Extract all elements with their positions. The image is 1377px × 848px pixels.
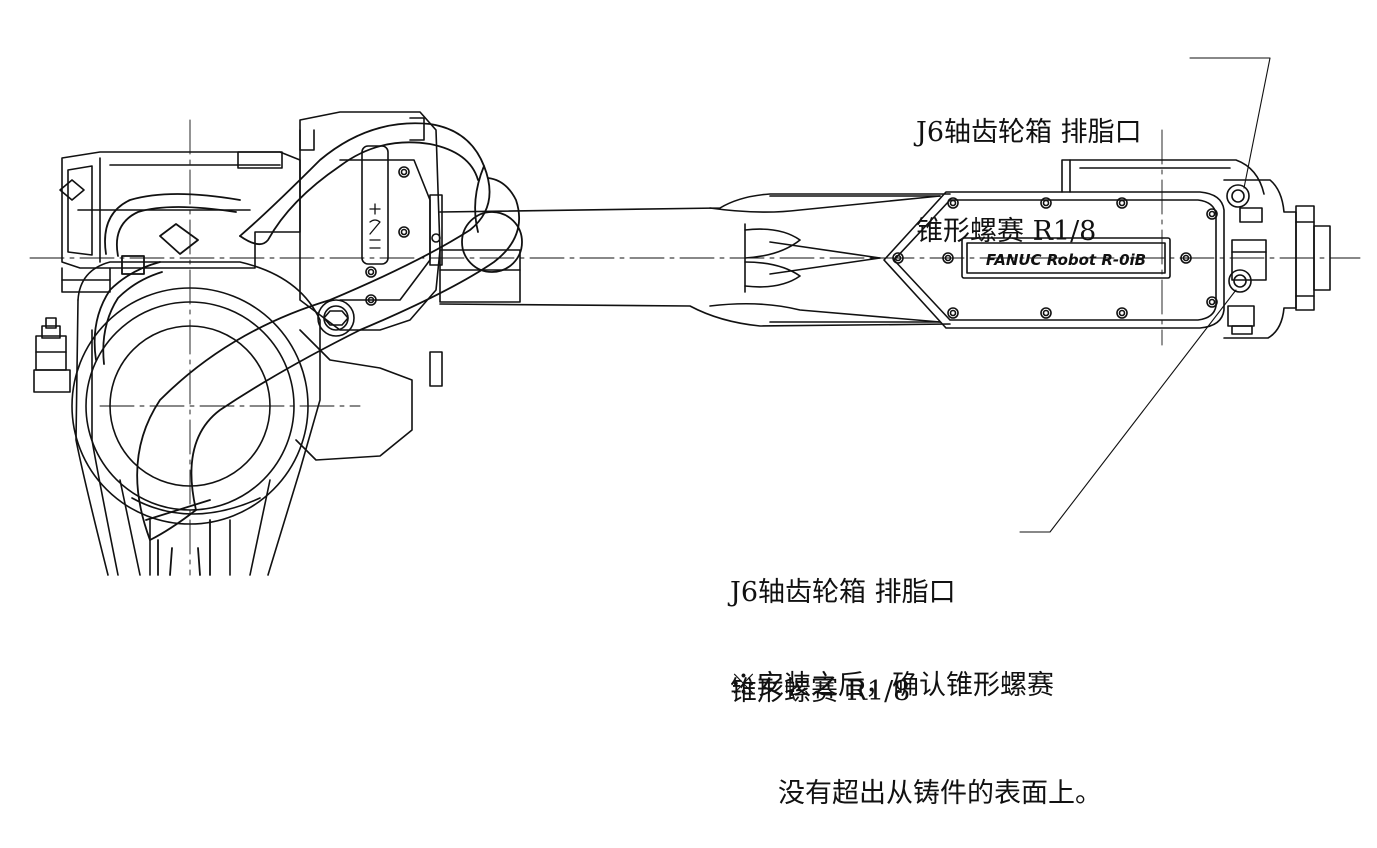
j3-label-marks: [369, 203, 381, 249]
installation-note: ※安装之后，确认锥形螺赛 没有超出从铸件的表面上。: [730, 596, 1102, 848]
j3-bolts: [365, 166, 441, 306]
leader-bottom: [1019, 289, 1237, 533]
base-motor-block: [59, 151, 301, 293]
callout-bottom: J6轴齿轮箱 排脂口 锥形螺赛 R1/8: [730, 510, 956, 741]
leader-top: [1189, 57, 1271, 189]
callout-bottom-line1: J6轴齿轮箱 排脂口: [730, 577, 956, 608]
drain-plug-top: [1226, 184, 1250, 208]
robot-arm-drawing: FANUC Robot R-0iB: [29, 57, 1361, 576]
j2-motor-outline: [71, 287, 309, 525]
cable-harness: [93, 122, 523, 576]
j3-pivot-bolt: [317, 299, 355, 337]
leader-lines: [1019, 57, 1271, 533]
nameplate-text: FANUC Robot R-0iB: [986, 251, 1146, 269]
drain-plug-bottom: [1228, 269, 1252, 293]
callout-top-line2: 锥形螺赛 R1/8: [916, 216, 1097, 247]
left-connector: [33, 317, 71, 393]
lower-column: [71, 261, 321, 576]
callout-top: J6轴齿轮箱 排脂口 锥形螺赛 R1/8: [916, 50, 1142, 281]
forearm-bolts: [892, 197, 1218, 319]
centerlines: [29, 119, 1361, 576]
note-line2: 没有超出从铸件的表面上。: [778, 778, 1102, 809]
note-line1: ※安装之后，确认锥形螺赛: [730, 670, 1054, 701]
wrist-flange: [1223, 179, 1331, 339]
j4-motor: [1061, 159, 1265, 195]
upper-arm: [439, 193, 951, 327]
nameplate: FANUC Robot R-0iB: [961, 237, 1171, 279]
callout-bottom-line2: 锥形螺赛 R1/8: [730, 676, 911, 707]
callout-top-line1: J6轴齿轮箱 排脂口: [916, 117, 1142, 148]
